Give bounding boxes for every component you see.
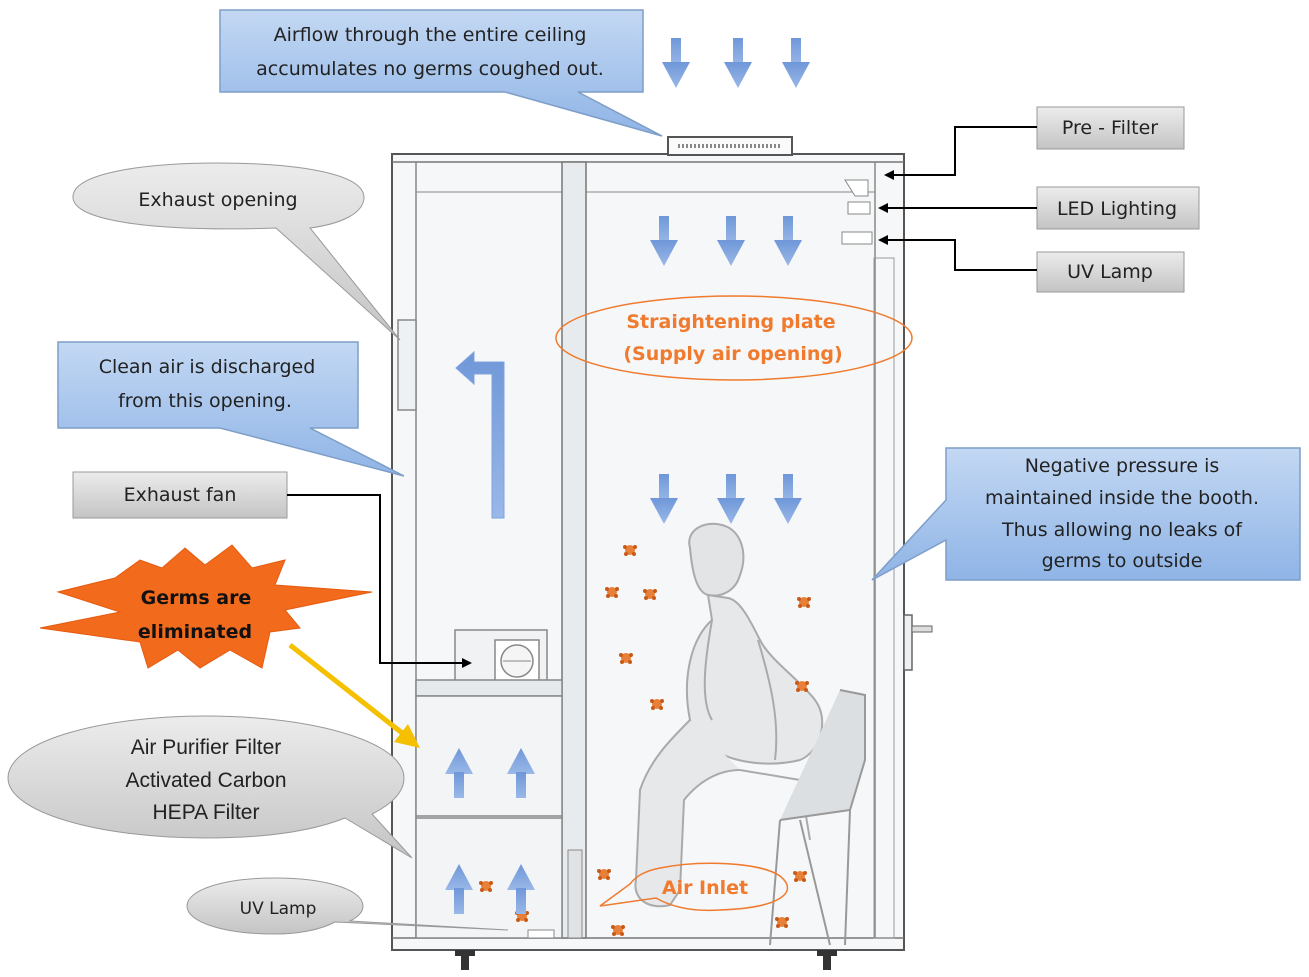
straightening-plate-label: Straightening plate (Supply air opening) — [555, 295, 913, 381]
svg-text:UV Lamp: UV Lamp — [1067, 261, 1153, 283]
svg-text:Exhaust opening: Exhaust opening — [138, 189, 297, 211]
svg-text:Air Inlet: Air Inlet — [662, 877, 748, 899]
pre-filter-label: Pre - Filter — [884, 106, 1185, 180]
svg-text:Airflow through the entire cei: Airflow through the entire ceiling — [274, 24, 587, 46]
svg-text:from this opening.: from this opening. — [118, 390, 292, 412]
yellow-pointer-arrow — [288, 643, 420, 748]
clean-air-callout: Clean air is discharged from this openin… — [57, 341, 405, 477]
svg-text:UV Lamp: UV Lamp — [240, 899, 317, 919]
svg-text:eliminated: eliminated — [138, 621, 252, 643]
svg-text:LED Lighting: LED Lighting — [1057, 198, 1177, 220]
exhaust-fan-label: Exhaust fan — [72, 471, 472, 668]
negative-pressure-callout: Negative pressure is maintained inside t… — [871, 447, 1301, 581]
led-lighting-label: LED Lighting — [878, 186, 1200, 230]
uv-lamp-top-label: UV Lamp — [878, 235, 1185, 293]
svg-text:Exhaust fan: Exhaust fan — [124, 484, 237, 506]
exhaust-opening-callout: Exhaust opening — [72, 162, 401, 341]
seated-person-figure — [634, 522, 866, 946]
svg-text:HEPA Filter: HEPA Filter — [153, 801, 260, 824]
svg-text:Clean air is discharged: Clean air is discharged — [99, 356, 316, 378]
svg-text:Activated Carbon: Activated Carbon — [125, 769, 286, 792]
svg-text:germs to outside: germs to outside — [1042, 550, 1203, 572]
ceiling-airflow-callout: Airflow through the entire ceiling accum… — [219, 9, 663, 137]
svg-text:(Supply air opening): (Supply air opening) — [623, 343, 842, 365]
svg-text:Thus allowing no leaks of: Thus allowing no leaks of — [1001, 519, 1243, 541]
top-airflow-arrows — [662, 38, 810, 88]
air-purifier-filter-callout: Air Purifier Filter Activated Carbon HEP… — [7, 715, 413, 859]
svg-text:Air Purifier Filter: Air Purifier Filter — [131, 736, 282, 759]
svg-text:maintained inside the booth.: maintained inside the booth. — [985, 487, 1259, 509]
booth-cabinet — [391, 136, 933, 970]
exhaust-flow-arrow — [455, 350, 505, 519]
svg-text:accumulates no germs coughed o: accumulates no germs coughed out. — [256, 58, 604, 80]
svg-text:Germs are: Germs are — [141, 587, 252, 609]
air-inlet-label: Air Inlet — [599, 862, 789, 912]
germs-eliminated-burst: Germs are eliminated — [39, 544, 373, 669]
svg-text:Straightening plate: Straightening plate — [626, 311, 835, 333]
uv-lamp-bottom-callout: UV Lamp — [186, 877, 509, 935]
svg-text:Negative pressure is: Negative pressure is — [1025, 455, 1220, 477]
svg-text:Pre - Filter: Pre - Filter — [1062, 117, 1158, 139]
